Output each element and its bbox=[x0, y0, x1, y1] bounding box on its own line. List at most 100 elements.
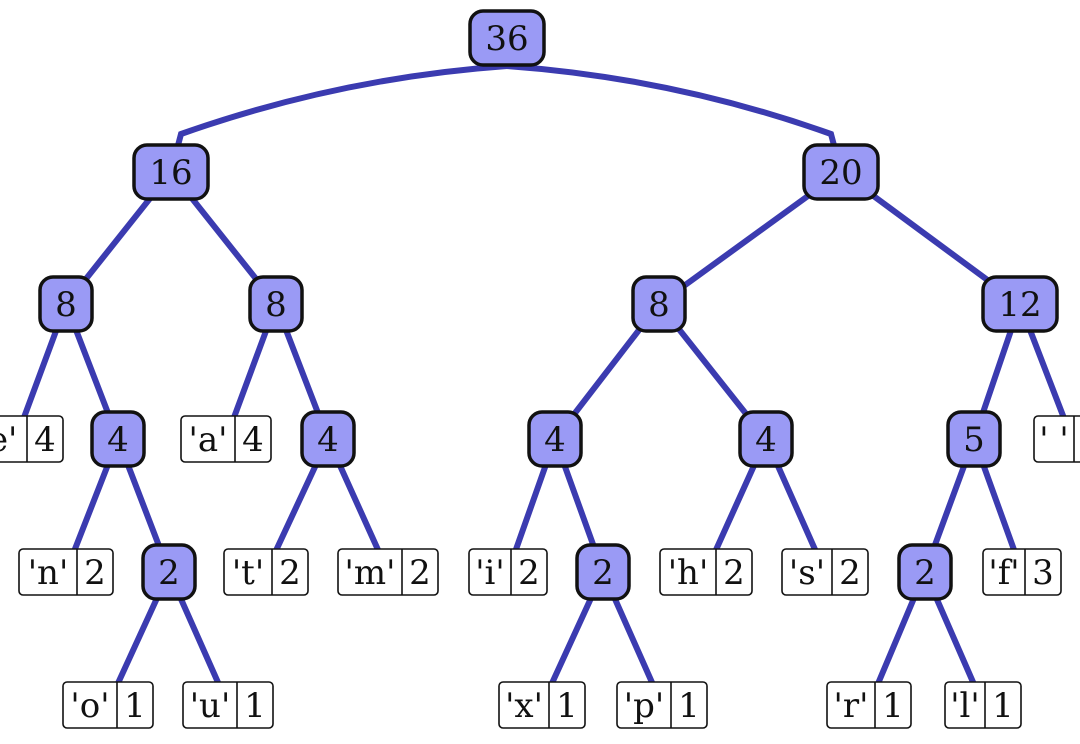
internal-node-box bbox=[631, 275, 687, 333]
internal-node-weight: 4 bbox=[544, 420, 566, 460]
leaf-node: 'x' 1 bbox=[498, 681, 586, 729]
leaf-frequency: 2 bbox=[518, 553, 540, 593]
internal-node: 20 bbox=[802, 143, 880, 201]
leaf-node-box bbox=[498, 681, 586, 729]
leaf-node-box bbox=[223, 548, 309, 596]
leaf-node-box bbox=[826, 681, 912, 729]
internal-node: 5 bbox=[946, 410, 1002, 468]
internal-node-box bbox=[738, 410, 794, 468]
leaf-node-box bbox=[337, 548, 439, 596]
leaf-node: 'u' 1 bbox=[182, 681, 274, 729]
leaf-frequency: 1 bbox=[556, 686, 578, 726]
leaf-node-box bbox=[944, 681, 1022, 729]
leaf-node: 'o'1 bbox=[62, 681, 154, 729]
leaf-symbol: 'u' bbox=[190, 686, 231, 726]
leaf-symbol: 'r' bbox=[834, 686, 869, 726]
internal-node-box bbox=[300, 410, 356, 468]
leaf-symbol: 'f' bbox=[988, 553, 1019, 593]
internal-node: 4 bbox=[527, 410, 583, 468]
leaf-frequency: 2 bbox=[84, 553, 106, 593]
internal-node-weight: 2 bbox=[592, 553, 614, 593]
leaf-node: 'h' 2 bbox=[659, 548, 753, 596]
internal-node: 2 bbox=[141, 543, 197, 601]
tree-nodes: 3616208881244445222'e'4'n'2'o'1'u'1'a'4'… bbox=[0, 9, 1080, 729]
leaf-node-box bbox=[659, 548, 753, 596]
internal-node-weight: 16 bbox=[149, 153, 192, 193]
leaf-node: 'l' 1 bbox=[944, 681, 1022, 729]
internal-node: 2 bbox=[575, 543, 631, 601]
internal-node: 2 bbox=[897, 543, 953, 601]
internal-node-weight: 4 bbox=[755, 420, 777, 460]
leaf-symbol: 'x' bbox=[505, 686, 543, 726]
leaf-frequency: 1 bbox=[882, 686, 904, 726]
internal-node: 12 bbox=[981, 275, 1059, 333]
leaf-symbol: 'a' bbox=[189, 420, 228, 460]
leaf-symbol: 'h' bbox=[668, 553, 709, 593]
leaf-node: 'p' 1 bbox=[616, 681, 708, 729]
leaf-node-box bbox=[781, 548, 869, 596]
leaf-frequency: 1 bbox=[678, 686, 700, 726]
leaf-frequency: 1 bbox=[244, 686, 266, 726]
leaf-symbol: ' ' bbox=[1039, 420, 1069, 460]
leaf-frequency: 2 bbox=[279, 553, 301, 593]
internal-node: 4 bbox=[90, 410, 146, 468]
internal-node-box bbox=[946, 410, 1002, 468]
leaf-symbol: 'o' bbox=[70, 686, 109, 726]
internal-node-box bbox=[981, 275, 1059, 333]
leaf-symbol: 'i' bbox=[475, 553, 505, 593]
leaf-node-box bbox=[62, 681, 154, 729]
leaf-node: 'i' 2 bbox=[468, 548, 548, 596]
leaf-symbol: 't' bbox=[232, 553, 264, 593]
leaf-node-box bbox=[616, 681, 708, 729]
internal-node-weight: 36 bbox=[485, 19, 528, 59]
leaf-node-box bbox=[180, 415, 272, 463]
internal-node: 36 bbox=[468, 9, 546, 67]
internal-node: 8 bbox=[248, 275, 304, 333]
internal-node: 8 bbox=[38, 275, 94, 333]
internal-node-weight: 12 bbox=[998, 285, 1041, 325]
edge-n36-n16 bbox=[168, 63, 510, 175]
leaf-node: 'a' 4 bbox=[180, 415, 272, 463]
leaf-frequency: 2 bbox=[409, 553, 431, 593]
leaf-node-box bbox=[982, 548, 1062, 596]
internal-node: 8 bbox=[631, 275, 687, 333]
leaf-symbol: 'n' bbox=[28, 553, 69, 593]
leaf-frequency: 2 bbox=[839, 553, 861, 593]
internal-node-box bbox=[141, 543, 197, 601]
internal-node-weight: 4 bbox=[317, 420, 339, 460]
internal-node-weight: 20 bbox=[819, 153, 862, 193]
internal-node-weight: 8 bbox=[55, 285, 77, 325]
leaf-frequency: 1 bbox=[992, 686, 1014, 726]
leaf-node-box bbox=[182, 681, 274, 729]
leaf-node-box bbox=[0, 415, 64, 463]
internal-node-box bbox=[248, 275, 304, 333]
leaf-node: 't' 2 bbox=[223, 548, 309, 596]
edge-n36-n20 bbox=[504, 63, 844, 175]
internal-node-weight: 8 bbox=[265, 285, 287, 325]
leaf-frequency: 4 bbox=[34, 420, 56, 460]
leaf-node-box bbox=[468, 548, 548, 596]
leaf-frequency: 4 bbox=[242, 420, 264, 460]
internal-node-weight: 8 bbox=[648, 285, 670, 325]
leaf-node: 'e' 4 bbox=[0, 415, 64, 463]
internal-node-weight: 4 bbox=[107, 420, 129, 460]
leaf-node-box bbox=[18, 548, 114, 596]
leaf-symbol: 'p' bbox=[624, 686, 664, 726]
internal-node: 4 bbox=[300, 410, 356, 468]
leaf-symbol: 'l' bbox=[950, 686, 980, 726]
internal-node-weight: 2 bbox=[914, 553, 936, 593]
leaf-node: 'n' 2 bbox=[18, 548, 114, 596]
leaf-node-box bbox=[1033, 415, 1080, 463]
internal-node-box bbox=[132, 143, 210, 201]
leaf-frequency: 2 bbox=[723, 553, 745, 593]
leaf-symbol: 'e' bbox=[0, 420, 17, 460]
internal-node: 16 bbox=[132, 143, 210, 201]
internal-node-box bbox=[468, 9, 546, 67]
internal-node-weight: 2 bbox=[158, 553, 180, 593]
leaf-node: 'm'2 bbox=[337, 548, 439, 596]
internal-node-box bbox=[527, 410, 583, 468]
internal-node-box bbox=[897, 543, 953, 601]
leaf-node: 's'2 bbox=[781, 548, 869, 596]
internal-node: 4 bbox=[738, 410, 794, 468]
